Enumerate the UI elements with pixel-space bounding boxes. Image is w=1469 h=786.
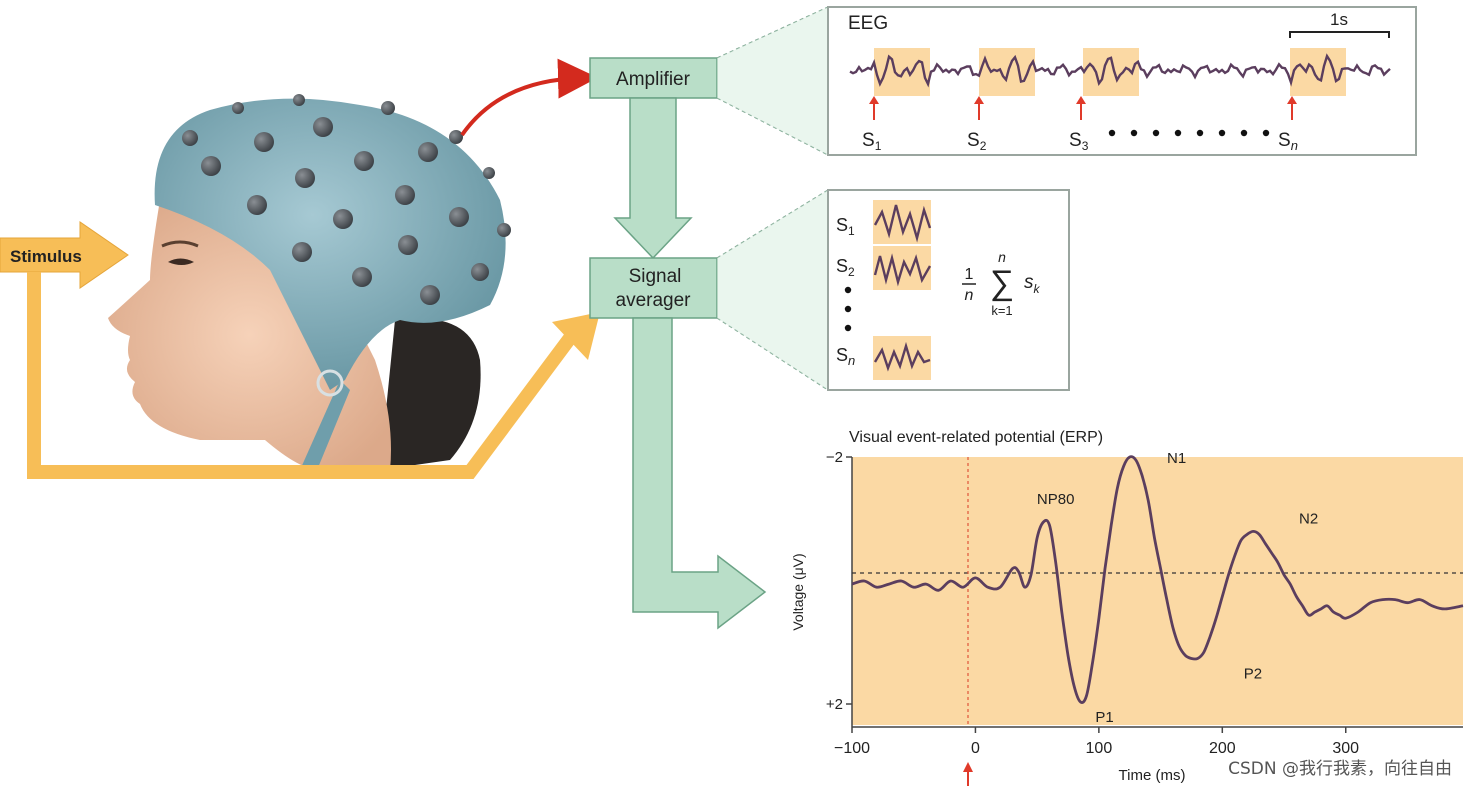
row-sub: n	[848, 353, 855, 368]
flow-arrow-to-erp	[632, 317, 767, 630]
hair	[380, 318, 481, 470]
svg-text:S1: S1	[862, 130, 882, 153]
row-sub: 2	[848, 265, 855, 279]
marker-s: S	[862, 130, 875, 151]
eeg-trace	[849, 53, 1391, 88]
chart-title: Visual event-related potential (ERP)	[849, 429, 1103, 446]
peak-label: N1	[1167, 450, 1186, 467]
x-tick-label: 200	[1209, 740, 1236, 757]
amplifier-label: Amplifier	[616, 69, 691, 90]
y-tick-label: −2	[826, 449, 843, 466]
erp-chart: Visual event-related potential (ERP) −10…	[790, 429, 1464, 786]
stimulus-marker-n: Sn	[1278, 96, 1298, 153]
head-illustration	[108, 94, 511, 475]
marker-sub: 1	[875, 139, 882, 153]
svg-text:S1: S1	[836, 215, 855, 238]
averager-label-line2: averager	[616, 290, 692, 311]
averaging-panel: S1 S2 Sn 1 n n ∑ k=1 sk	[827, 189, 1070, 391]
row-s: S	[836, 256, 848, 276]
peak-label: P2	[1244, 666, 1262, 683]
stimulus-marker-1: S1	[862, 96, 882, 153]
marker-s: S	[1069, 130, 1082, 151]
stimulus-markers: S1 S2 S3 Sn	[862, 96, 1298, 153]
averaging-formula: 1 n n ∑ k=1 sk	[962, 249, 1041, 318]
svg-text:Sn: Sn	[1278, 130, 1298, 153]
averager-label-line1: Signal	[629, 266, 682, 287]
peak-label: NP80	[1037, 491, 1075, 508]
row-sub: 1	[848, 224, 855, 238]
x-tick-label: 0	[971, 740, 980, 757]
stimulus-label: Stimulus	[10, 247, 82, 266]
x-axis-label: Time (ms)	[1119, 767, 1186, 784]
y-axis-label: Voltage (μV)	[790, 553, 806, 630]
epoch-trace-1	[873, 204, 932, 243]
formula-term-sub: k	[1034, 282, 1041, 296]
x-tick-label: 100	[1086, 740, 1113, 757]
formula-numerator: 1	[965, 266, 974, 283]
zoom-fill-bottom	[717, 190, 828, 390]
x-tick-label: −100	[834, 740, 870, 757]
epoch-trace-n	[873, 341, 931, 372]
scale-bar	[1289, 31, 1390, 38]
stimulus-feedback-arrow	[27, 272, 600, 479]
formula-denominator: n	[965, 287, 974, 304]
formula-lower-limit: k=1	[991, 303, 1012, 318]
epoch-highlight	[1290, 48, 1346, 96]
strap-ring	[316, 369, 344, 397]
stimulus-marker-3: S3	[1069, 96, 1089, 153]
eeg-panel: EEG 1s S1 S2 S3	[827, 6, 1417, 156]
erp-trace	[851, 455, 1464, 704]
epoch-highlight	[874, 48, 930, 96]
svg-text:sk: sk	[1024, 272, 1041, 296]
epoch-box-1	[873, 200, 931, 244]
stimulus-marker-2: S2	[967, 96, 987, 153]
marker-sub: 2	[980, 139, 987, 153]
x-ticks: −100 0 100 200 300	[834, 727, 1359, 757]
scale-label: 1s	[1330, 10, 1348, 29]
zoom-fill-top	[717, 7, 828, 155]
peak-label: P1	[1095, 709, 1113, 726]
flow-arrow-down	[613, 97, 693, 260]
electrodes	[182, 94, 511, 305]
epoch-trace-2	[873, 253, 932, 287]
chin-strap	[300, 380, 350, 475]
svg-text:Sn: Sn	[836, 345, 855, 368]
marker-s: S	[1278, 130, 1291, 151]
y-tick-label: +2	[826, 696, 843, 713]
svg-text:S2: S2	[836, 256, 855, 279]
svg-text:S2: S2	[967, 130, 987, 153]
eeg-title: EEG	[848, 13, 888, 34]
amplifier-box: Amplifier	[589, 57, 718, 99]
marker-sub: n	[1291, 138, 1298, 153]
row-s: S	[836, 215, 848, 235]
signal-averager-box: Signal averager	[589, 257, 718, 319]
eye	[168, 258, 194, 265]
formula-upper-limit: n	[998, 249, 1006, 265]
ellipsis-dots	[1108, 129, 1270, 137]
stimulus-arrow: Stimulus	[0, 221, 129, 289]
plot-background	[852, 457, 1463, 725]
formula-term: s	[1024, 272, 1034, 293]
svg-text:S3: S3	[1069, 130, 1089, 153]
x-tick-label: 300	[1332, 740, 1359, 757]
marker-sub: 3	[1082, 139, 1089, 153]
red-signal-arrow	[460, 58, 598, 137]
row-s: S	[836, 345, 848, 365]
formula-sigma: ∑	[990, 264, 1014, 302]
onset-marker	[963, 762, 973, 786]
marker-s: S	[967, 130, 980, 151]
peak-label: N2	[1299, 510, 1318, 527]
vertical-ellipsis	[844, 286, 852, 332]
y-ticks: −2 +2	[826, 449, 852, 713]
eeg-cap	[154, 98, 506, 391]
watermark: CSDN @我行我素，向往自由	[1225, 753, 1455, 780]
eyebrow	[161, 240, 199, 248]
